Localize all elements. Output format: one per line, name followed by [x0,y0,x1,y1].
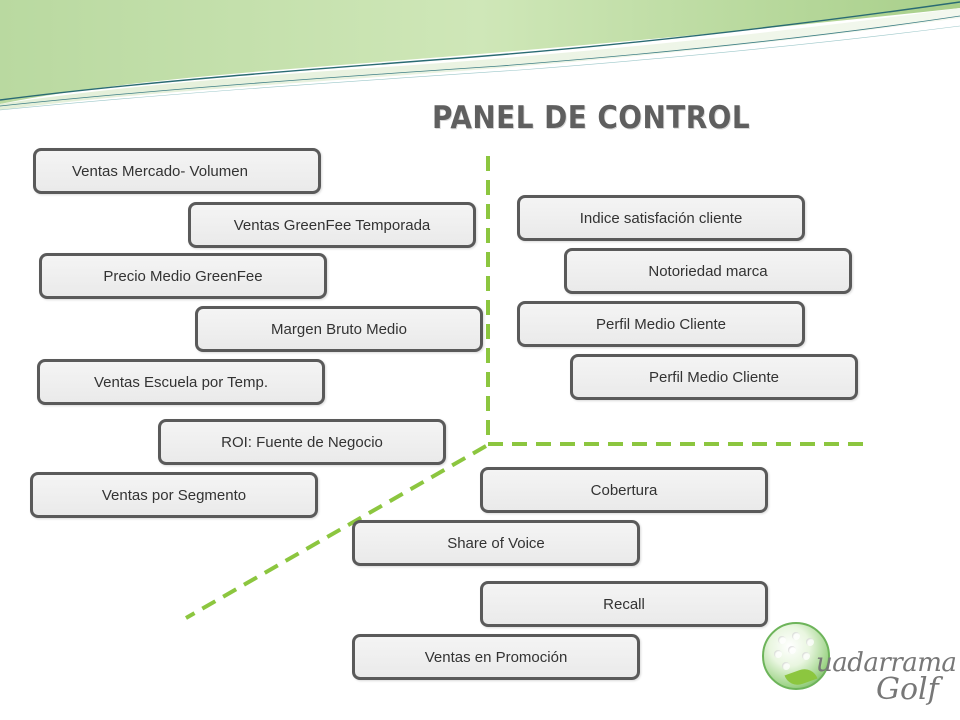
kpi-label: Perfil Medio Cliente [595,315,727,333]
kpi-box-ventas-greenfee[interactable]: Ventas GreenFee Temporada [188,202,476,248]
kpi-label: Ventas GreenFee Temporada [233,216,431,234]
kpi-box-ventas-mercado[interactable]: Ventas Mercado- Volumen [33,148,321,194]
kpi-label: Ventas en Promoción [424,648,568,666]
kpi-box-notoriedad-marca[interactable]: Notoriedad marca [564,248,852,294]
kpi-label: Ventas Escuela por Temp. [94,373,268,391]
kpi-box-ventas-segmento[interactable]: Ventas por Segmento [30,472,318,518]
kpi-label: Perfil Medio Cliente [648,368,780,386]
kpi-label: Notoriedad marca [648,262,768,280]
kpi-box-cobertura[interactable]: Cobertura [480,467,768,513]
kpi-box-share-of-voice[interactable]: Share of Voice [352,520,640,566]
kpi-box-indice-satisfaccion[interactable]: Indice satisfación cliente [517,195,805,241]
kpi-label: Ventas por Segmento [101,486,247,504]
kpi-box-perfil-medio-cliente-2[interactable]: Perfil Medio Cliente [570,354,858,400]
kpi-box-roi[interactable]: ROI: Fuente de Negocio [158,419,446,465]
kpi-box-margen-bruto[interactable]: Margen Bruto Medio [195,306,483,352]
logo-text-line1: uadarrama [816,648,957,678]
kpi-label: Recall [603,595,645,613]
kpi-box-recall[interactable]: Recall [480,581,768,627]
logo-text-line2: Golf [876,672,939,707]
kpi-box-ventas-escuela[interactable]: Ventas Escuela por Temp. [37,359,325,405]
kpi-label: Precio Medio GreenFee [103,267,263,285]
brand-logo: uadarrama Golf [758,620,958,720]
kpi-box-precio-medio[interactable]: Precio Medio GreenFee [39,253,327,299]
kpi-label: Cobertura [590,481,658,499]
kpi-box-ventas-promocion[interactable]: Ventas en Promoción [352,634,640,680]
golf-ball-icon [762,622,830,690]
kpi-box-perfil-medio-cliente-1[interactable]: Perfil Medio Cliente [517,301,805,347]
diagonal-divider [185,444,487,620]
page-title: PANEL DE CONTROL [432,100,751,136]
kpi-label: ROI: Fuente de Negocio [221,433,383,451]
kpi-label: Share of Voice [447,534,545,552]
kpi-label: Indice satisfación cliente [579,209,743,227]
kpi-label: Ventas Mercado- Volumen [72,162,248,180]
kpi-label: Margen Bruto Medio [271,320,407,338]
header-banner [0,0,960,111]
